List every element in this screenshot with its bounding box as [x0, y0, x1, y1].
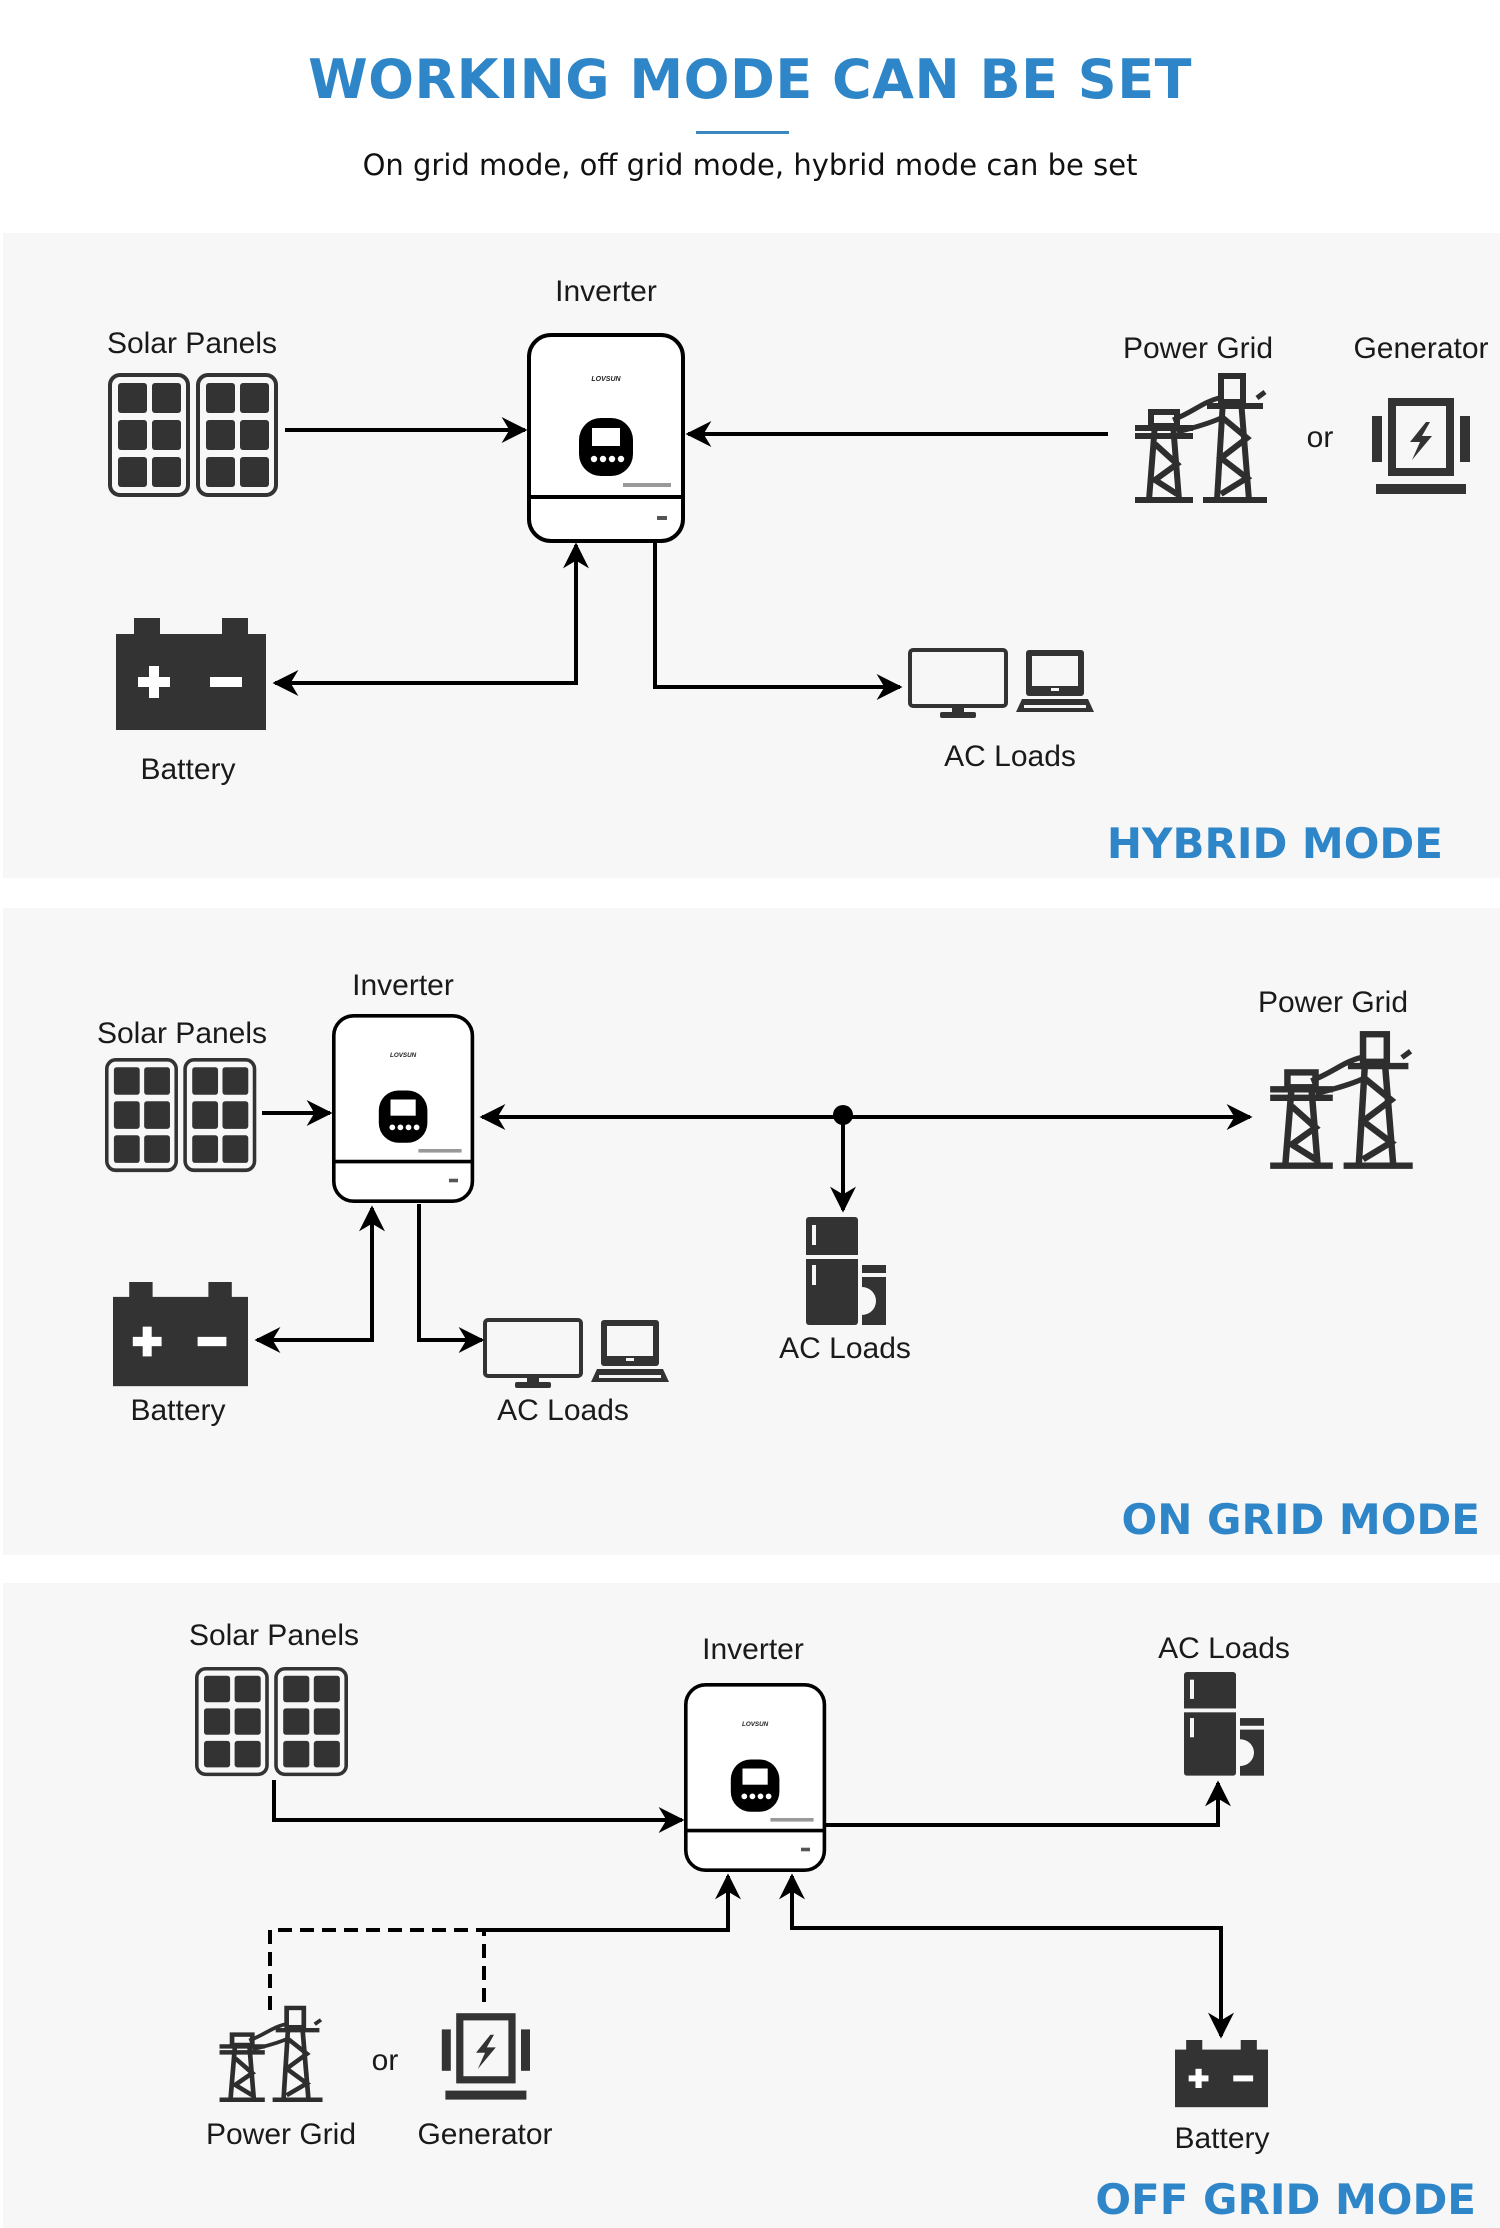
power-grid-icon [1135, 376, 1267, 500]
power-grid-icon [1270, 1034, 1413, 1165]
inverter-icon: LOVSUN [527, 333, 685, 543]
hybrid-generator-label: Generator [1353, 332, 1488, 365]
hybrid-grid-label: Power Grid [1123, 332, 1273, 365]
offgrid-battery-label: Battery [1174, 2122, 1269, 2155]
hybrid-inverter-label: Inverter [555, 275, 657, 308]
on-grid-diagram: Solar Panels Inverter LOVSUN Power Grid … [97, 969, 1480, 1544]
hybrid-diagram: Solar Panels Inverter LOVSUN Power Grid … [107, 275, 1489, 868]
ac-loads-computer-icon [483, 1318, 671, 1390]
battery-icon [116, 618, 266, 730]
ongrid-loads-label: AC Loads [497, 1394, 629, 1427]
ongrid-battery-label: Battery [130, 1394, 225, 1427]
offgrid-inverter-label: Inverter [702, 1633, 804, 1666]
inverter-brand: LOVSUN [390, 1052, 417, 1059]
hybrid-loads-label: AC Loads [944, 740, 1076, 773]
offgrid-grid-label: Power Grid [206, 2118, 356, 2151]
inverter-icon: LOVSUN [331, 1013, 475, 1203]
on-grid-mode-panel [3, 908, 1500, 1555]
offgrid-loads-label: AC Loads [1158, 1632, 1290, 1665]
ongrid-solar-label: Solar Panels [97, 1017, 267, 1050]
offgrid-solar-label: Solar Panels [189, 1619, 359, 1652]
power-grid-icon [220, 2008, 323, 2100]
ongrid-inverter-label: Inverter [352, 969, 454, 1002]
battery-inverter-arrow [272, 542, 589, 696]
inverter-battery-arrow [779, 1873, 1234, 2039]
hybrid-battery-label: Battery [140, 753, 235, 786]
battery-icon [113, 1282, 248, 1387]
ac-loads-appliance-icon [806, 1217, 886, 1325]
inverter-icon: LOVSUN [683, 1683, 827, 1872]
page-title: WORKING MODE CAN BE SET [308, 48, 1192, 111]
ac-loads-computer-icon [908, 648, 1096, 720]
junction-dot [833, 1105, 853, 1125]
off-grid-diagram: Solar Panels Inverter LOVSUN AC Loads Po… [189, 1619, 1476, 2224]
inverter-to-loads-arrow [826, 1780, 1231, 1827]
inverter-brand: LOVSUN [742, 1721, 769, 1728]
source-to-inverter-arrow [484, 1873, 741, 1932]
offgrid-mode-title: OFF GRID MODE [1095, 2175, 1476, 2224]
hybrid-or-label: or [1307, 421, 1334, 454]
solar-panel-icon [108, 373, 278, 497]
hybrid-mode-title: HYBRID MODE [1107, 819, 1443, 868]
ongrid-grid-loads-label: AC Loads [779, 1332, 911, 1365]
solar-to-inverter-arrow [272, 1780, 685, 1833]
inverter-to-loads-arrow [653, 540, 903, 700]
ongrid-grid-label: Power Grid [1258, 986, 1408, 1019]
battery-icon [1175, 2040, 1268, 2108]
inverter-to-loads-arrow [417, 1204, 485, 1353]
generator-icon [1372, 402, 1470, 494]
ac-loads-appliance-icon [1184, 1672, 1264, 1776]
solar-panel-icon [195, 1666, 349, 1777]
offgrid-or-label: or [372, 2044, 399, 2077]
hybrid-mode-panel [3, 233, 1500, 878]
solar-panel-icon [104, 1057, 257, 1173]
title-underline [696, 131, 789, 134]
grid-generator-dashed-link [268, 1928, 486, 2010]
battery-inverter-arrow [254, 1205, 385, 1353]
offgrid-generator-label: Generator [417, 2118, 552, 2151]
generator-icon [442, 2017, 530, 2100]
inverter-brand: LOVSUN [591, 376, 621, 383]
hybrid-solar-label: Solar Panels [107, 327, 277, 360]
ongrid-mode-title: ON GRID MODE [1122, 1495, 1480, 1544]
page-subtitle: On grid mode, off grid mode, hybrid mode… [362, 148, 1138, 182]
